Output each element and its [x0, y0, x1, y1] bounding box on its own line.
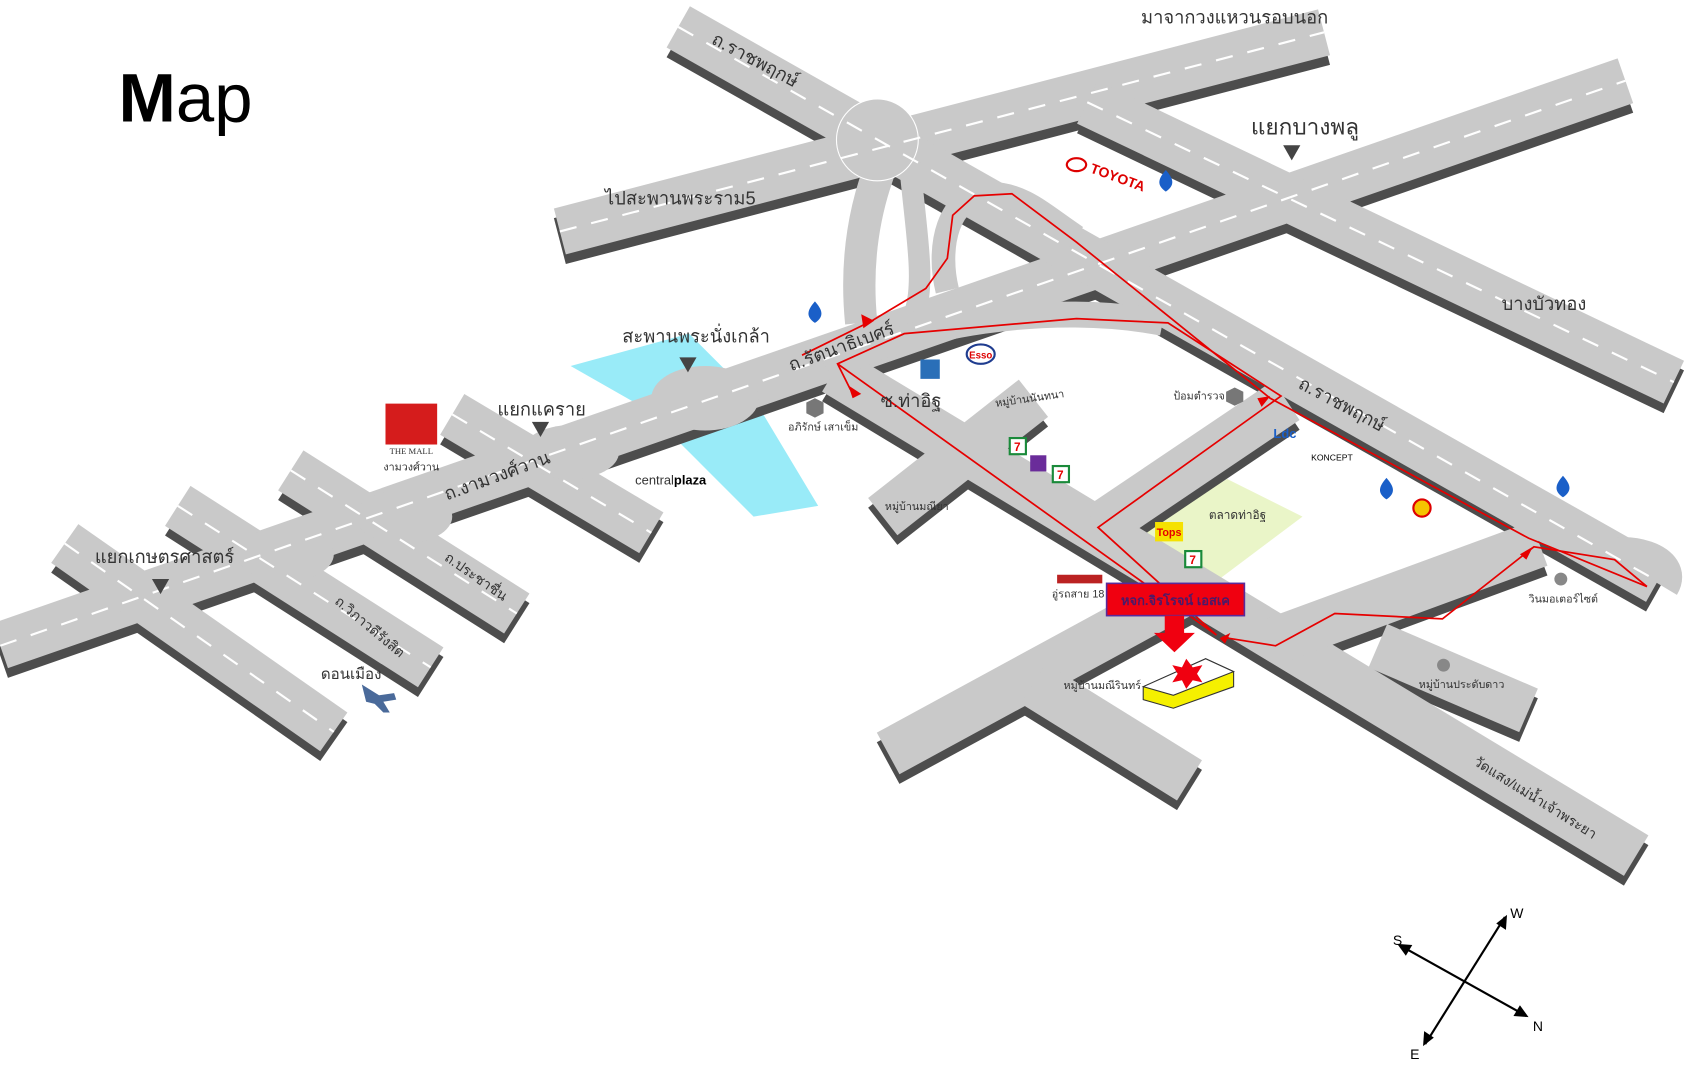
svg-text:W: W	[1510, 905, 1524, 921]
svg-text:S: S	[1393, 932, 1402, 948]
star-icon	[1172, 658, 1203, 689]
overpasses	[236, 365, 759, 582]
road-connector	[1084, 380, 1300, 548]
junction-markers	[151, 145, 1301, 595]
compass: S N W E	[1393, 905, 1543, 1062]
central-plaza-logo: centralplaza	[635, 472, 707, 487]
label-bus: อู่รถสาย 18	[1052, 588, 1105, 600]
svg-text:หจก.จิรโรจน์ เอสเค: หจก.จิรโรจน์ เอสเค	[1121, 592, 1230, 608]
svg-text:N: N	[1533, 1018, 1543, 1034]
uturn	[1585, 537, 1682, 595]
loop-ramp	[931, 181, 1084, 294]
svg-text:centralplaza: centralplaza	[635, 472, 707, 487]
esso-logo: Esso	[965, 343, 996, 365]
road-pradabdao	[1368, 624, 1538, 733]
label-manthaya: หมู่บ้านมณียา	[885, 500, 949, 513]
label-kaset: แยกเกษตรศาสตร์	[95, 546, 235, 567]
svg-text:TOYOTA: TOYOTA	[1088, 160, 1147, 195]
label-from-outer-ring: มาจากวงแหวนรอบนอก	[1141, 7, 1328, 28]
svg-text:Esso: Esso	[969, 350, 992, 361]
tops-logo: Tops	[1155, 522, 1184, 542]
directions-route	[801, 192, 1648, 647]
curve-ramp	[821, 301, 1166, 383]
svg-text:7: 7	[1189, 553, 1196, 567]
roads	[0, 6, 1685, 876]
label-pradabdao: หมู่บ้านประดับดาว	[1419, 679, 1505, 691]
koncept-logo: KONCEPT	[1311, 453, 1353, 463]
bank-icon	[920, 359, 940, 379]
toyota-logo: TOYOTA	[1065, 157, 1147, 195]
svg-text:7: 7	[1057, 468, 1064, 482]
win-motor-marker	[1554, 572, 1568, 586]
svg-text:Tops: Tops	[1157, 527, 1182, 539]
label-nang-klao-bridge: สะพานพระนั่งเกล้า	[622, 323, 770, 346]
road-connector-2	[1267, 521, 1548, 663]
shell-icon	[1412, 498, 1432, 518]
svg-text:E: E	[1410, 1046, 1419, 1062]
lane-markings	[0, 25, 1675, 733]
label-don-mueang: ดอนเมือง	[321, 666, 382, 683]
road-manirin-branch	[1020, 663, 1202, 801]
label-bang-bua-thong: บางบัวทอง	[1502, 293, 1587, 314]
svg-text:THE MALL: THE MALL	[390, 446, 433, 456]
label-khae-rai: แยกแคราย	[497, 398, 585, 419]
road-nanthana	[868, 379, 1049, 536]
label-manirin: หมู่บ้านมณีรินทร์	[1064, 679, 1142, 692]
label-win-motor: วินมอเตอร์ไซต์	[1529, 593, 1599, 606]
ldc-logo: Ldc	[1273, 426, 1296, 441]
ramp-left	[843, 155, 898, 325]
road-vibhavadi	[165, 485, 444, 688]
map-title: Map	[119, 60, 253, 137]
destination-marker: หจก.จิรโรจน์ เอสเค	[1105, 582, 1246, 709]
label-bang-phlu: แยกบางพลู	[1251, 115, 1359, 141]
svg-text:งามวงศ์วาน: งามวงศ์วาน	[383, 460, 440, 473]
label-to-rama5: ไปสะพานพระราม5	[603, 187, 756, 208]
label-soi-tha-it: ซ.ท่าอิฐ	[881, 390, 942, 412]
label-market: ตลาดท่าอิฐ	[1209, 508, 1266, 522]
bus-icon	[1057, 574, 1103, 584]
the-mall-logo: THE MALL งามวงศ์วาน	[383, 403, 440, 473]
police-box-marker	[1226, 387, 1244, 406]
arrow-down-icon	[1153, 615, 1195, 653]
pradabdao-marker	[1437, 658, 1450, 672]
ptt-icons	[808, 170, 1570, 500]
athirak-marker	[806, 398, 824, 418]
label-police-box: ป้อมตำรวจ	[1173, 390, 1225, 402]
seven-eleven-icons: 7 7 7	[1008, 436, 1203, 569]
airplane-icon	[361, 684, 397, 713]
scb-bank-icon	[1030, 455, 1047, 472]
label-athirak: อภิรักษ์ เสาเข็ม	[788, 420, 858, 434]
svg-text:7: 7	[1014, 440, 1021, 454]
ramp-right	[898, 160, 931, 316]
